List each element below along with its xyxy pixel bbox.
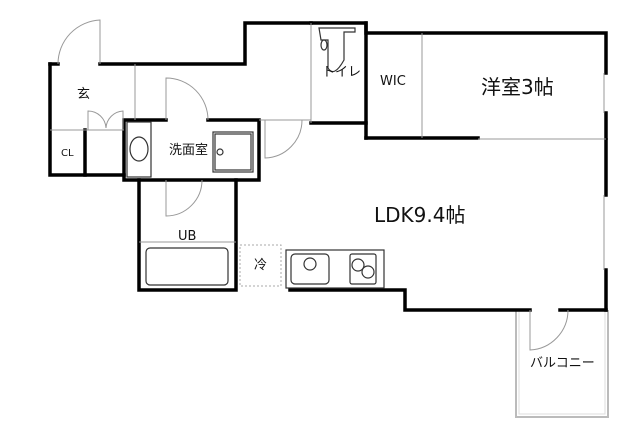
- partitions: [50, 23, 606, 270]
- room-label-washroom: 洗面室: [169, 143, 209, 158]
- room-label-wic: WIC: [380, 74, 406, 89]
- balcony-outline: [515, 310, 609, 418]
- room-label-toilet: トイレ: [322, 65, 362, 80]
- room-label-balcony: バルコニー: [530, 356, 595, 371]
- room-label-unit-bath: UB: [178, 229, 197, 244]
- room-label-closet: CL: [61, 148, 74, 159]
- room-label-western-room: 洋室3帖: [481, 75, 554, 99]
- fixtures: [126, 27, 385, 289]
- room-label-entrance: 玄: [77, 87, 91, 102]
- doors: [57, 19, 569, 351]
- fridge-space-label: 冷: [254, 258, 268, 273]
- room-label-ldk: LDK9.4帖: [374, 203, 466, 227]
